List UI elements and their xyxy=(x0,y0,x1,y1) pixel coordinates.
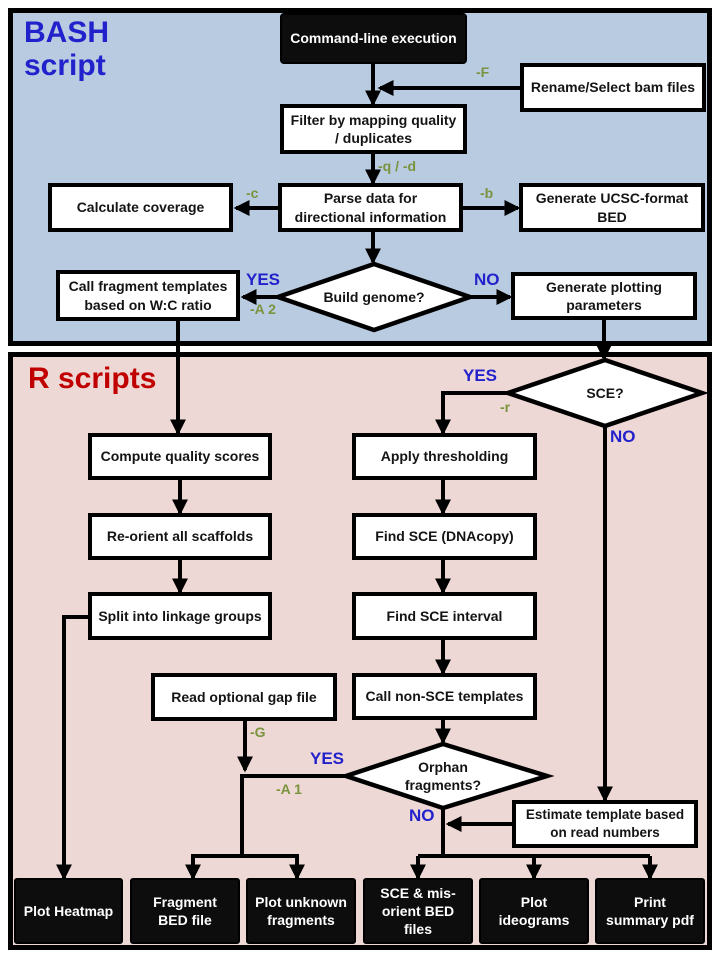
node-generate-ucsc-bed: Generate UCSC-format BED xyxy=(519,183,705,232)
flag-label-G: -G xyxy=(250,724,266,740)
node-rename-select-bam: Rename/Select bam files xyxy=(520,63,706,112)
node-apply-thresholding: Apply thresholding xyxy=(352,433,537,480)
decision-orphan-fragments-label: Orphan fragments? xyxy=(404,758,482,793)
node-command-line-execution: Command-line execution xyxy=(280,13,467,64)
flag-label-A2: -A 2 xyxy=(250,301,276,317)
node-compute-quality-scores: Compute quality scores xyxy=(88,433,272,480)
branch-label-orphan-no: NO xyxy=(409,806,435,825)
branch-label-sce-yes: YES xyxy=(463,366,498,385)
bash-section-title: BASH script xyxy=(24,16,110,82)
node-estimate-template: Estimate template based on read numbers xyxy=(512,800,698,848)
flag-label-q-d: -q / -d xyxy=(378,158,417,174)
output-plot-ideograms: Plot ideograms xyxy=(479,878,589,944)
r-section-title: R scripts xyxy=(28,362,157,395)
flag-label-c: -c xyxy=(246,185,259,201)
node-parse-directional: Parse data for directional information xyxy=(278,183,463,232)
output-print-summary-pdf: Print summary pdf xyxy=(595,878,705,944)
node-find-sce-dnacopy: Find SCE (DNAcopy) xyxy=(352,513,537,560)
flag-label-b: -b xyxy=(480,185,494,201)
branch-label-sce-no: NO xyxy=(610,427,636,446)
node-call-nonsce-templates: Call non-SCE templates xyxy=(352,673,537,720)
node-filter-mapping-quality: Filter by mapping quality / duplicates xyxy=(280,104,467,154)
flag-label-r: -r xyxy=(500,399,511,415)
branch-label-orphan-yes: YES xyxy=(310,749,345,768)
output-fragment-bed-file: Fragment BED file xyxy=(130,878,240,944)
node-reorient-scaffolds: Re-orient all scaffolds xyxy=(88,513,272,560)
node-calculate-coverage: Calculate coverage xyxy=(48,183,233,232)
decision-build-genome-label: Build genome? xyxy=(323,288,425,305)
node-split-linkage-groups: Split into linkage groups xyxy=(88,592,272,640)
output-plot-heatmap: Plot Heatmap xyxy=(14,878,123,944)
node-read-gap-file: Read optional gap file xyxy=(151,673,337,721)
node-generate-plotting-params: Generate plotting parameters xyxy=(511,272,697,320)
node-call-fragment-templates: Call fragment templates based on W:C rat… xyxy=(56,270,240,321)
node-find-sce-interval: Find SCE interval xyxy=(352,592,537,640)
branch-label-build-no: NO xyxy=(474,270,500,289)
flag-label-F: -F xyxy=(476,64,490,80)
branch-label-build-yes: YES xyxy=(246,270,281,289)
flag-label-A1: -A 1 xyxy=(276,781,302,797)
output-plot-unknown-fragments: Plot unknown fragments xyxy=(246,878,356,944)
decision-sce-label: SCE? xyxy=(586,384,624,401)
output-sce-misorient-bed: SCE & mis-orient BED files xyxy=(363,878,473,944)
